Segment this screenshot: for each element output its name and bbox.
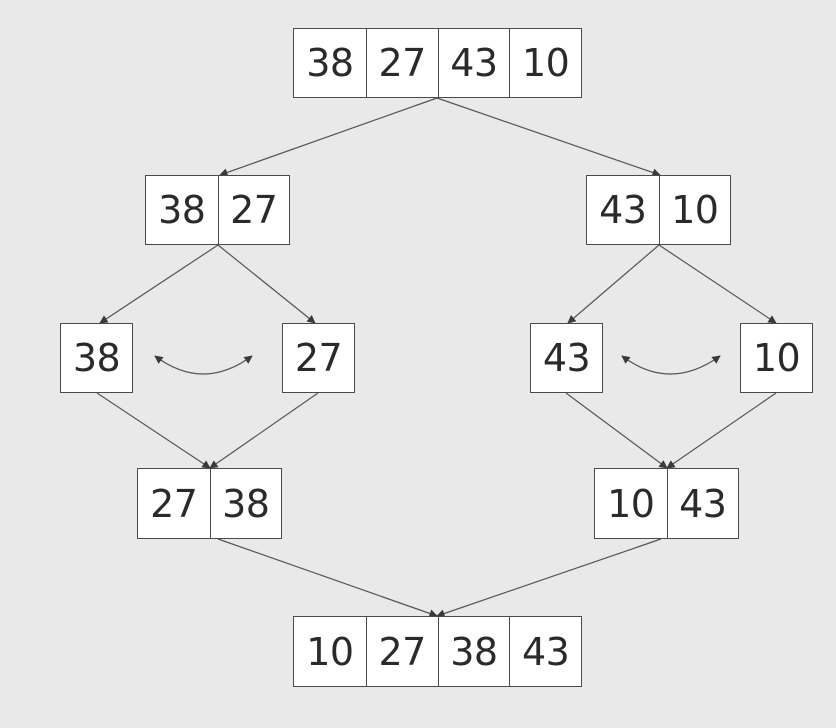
arrow-right-to-43 bbox=[567, 244, 660, 324]
array-cell: 10 bbox=[658, 176, 731, 244]
array-cell: 38 bbox=[306, 41, 354, 85]
arrow-27-to-merge-left bbox=[209, 392, 319, 469]
array-split-right: 43 10 bbox=[586, 175, 731, 245]
array-cell: 10 bbox=[607, 481, 655, 526]
array-cell: 43 bbox=[599, 188, 647, 232]
arrow-38-to-merge-left bbox=[96, 392, 211, 469]
array-merged-right: 10 43 bbox=[594, 468, 739, 539]
array-cell: 27 bbox=[365, 617, 438, 686]
array-single-27: 27 bbox=[282, 323, 355, 393]
array-cell: 27 bbox=[150, 481, 198, 526]
arrow-root-to-left bbox=[219, 97, 438, 177]
arrow-left-to-27 bbox=[217, 244, 316, 324]
arrow-10-to-merge-right bbox=[666, 392, 777, 469]
arrow-merge-right-to-result bbox=[436, 538, 662, 618]
array-cell: 38 bbox=[158, 188, 206, 232]
swap-arrow-right bbox=[621, 355, 721, 375]
array-result: 10 27 38 43 bbox=[293, 616, 582, 687]
array-single-10: 10 bbox=[740, 323, 813, 393]
array-cell: 10 bbox=[509, 29, 581, 97]
array-cell: 38 bbox=[437, 617, 510, 686]
array-cell: 38 bbox=[209, 469, 282, 538]
array-cell: 10 bbox=[306, 629, 354, 674]
array-root: 38 27 43 10 bbox=[293, 28, 582, 98]
array-cell: 10 bbox=[752, 336, 801, 380]
array-merged-left: 27 38 bbox=[137, 468, 282, 539]
swap-arrow-left bbox=[154, 355, 253, 375]
array-cell: 27 bbox=[217, 176, 290, 244]
array-cell: 43 bbox=[542, 336, 591, 380]
array-cell: 38 bbox=[72, 336, 121, 380]
array-cell: 43 bbox=[666, 469, 739, 538]
array-cell: 27 bbox=[294, 336, 343, 380]
array-split-left: 38 27 bbox=[145, 175, 290, 245]
array-single-38: 38 bbox=[60, 323, 133, 393]
arrow-left-to-38 bbox=[99, 244, 219, 324]
arrow-root-to-right bbox=[436, 97, 661, 177]
arrow-merge-left-to-result bbox=[217, 538, 438, 618]
arrow-43-to-merge-right bbox=[565, 392, 668, 469]
array-cell: 43 bbox=[437, 29, 510, 97]
array-single-43: 43 bbox=[530, 323, 603, 393]
array-cell: 43 bbox=[509, 617, 581, 686]
arrow-right-to-10 bbox=[658, 244, 777, 324]
array-cell: 27 bbox=[365, 29, 438, 97]
